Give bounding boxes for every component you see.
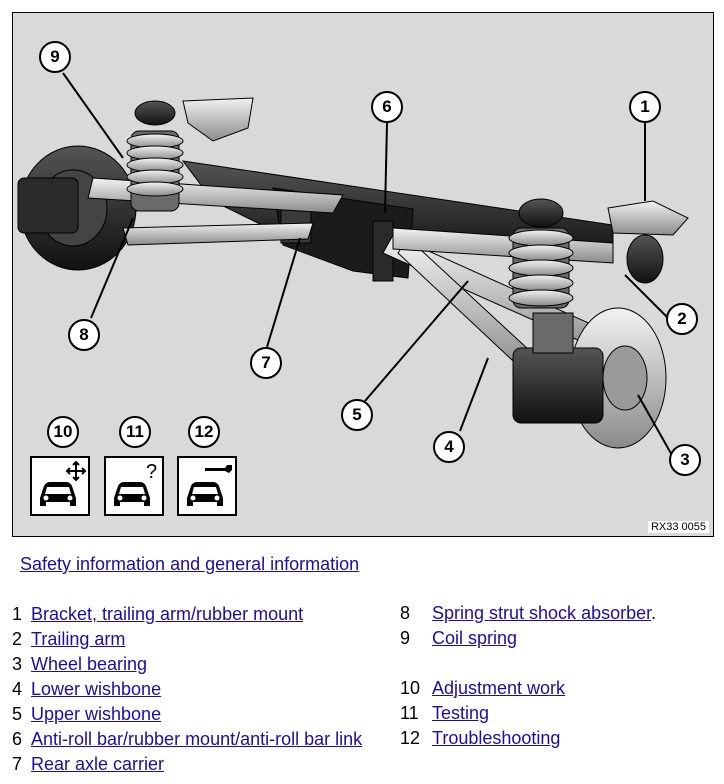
legend-link-coil-spring[interactable]: Coil spring: [432, 628, 518, 648]
legend-link-bracket[interactable]: Bracket, trailing arm/rubber mount: [31, 604, 304, 624]
testing-tile[interactable]: ?: [104, 456, 164, 516]
callout-10: 10: [47, 416, 79, 448]
callout-7: 7: [250, 347, 282, 379]
callout-2: 2: [666, 303, 698, 335]
legend-link-lower-wishbone[interactable]: Lower wishbone: [31, 679, 162, 699]
legend-link-anti-roll-bar[interactable]: Anti-roll bar/rubber mount/anti-roll bar…: [31, 729, 363, 749]
rear-axle-drawing: [17, 72, 689, 458]
callout-6: 6: [371, 91, 403, 123]
legend-link-upper-wishbone[interactable]: Upper wishbone: [31, 704, 162, 724]
callout-4: 4: [433, 431, 465, 463]
legend-link-testing[interactable]: Testing: [432, 703, 490, 723]
troubleshooting-tile[interactable]: [177, 456, 237, 516]
adjustment-work-tile[interactable]: [30, 456, 90, 516]
callout-11: 11: [119, 416, 151, 448]
car-wrench-icon: [187, 465, 232, 506]
callout-3: 3: [669, 444, 701, 476]
callout-9: 9: [39, 41, 71, 73]
legend-link-rear-axle-carrier[interactable]: Rear axle carrier: [31, 754, 165, 774]
car-move-icon: [40, 460, 87, 506]
legend-link-adjustment-work[interactable]: Adjustment work: [432, 678, 566, 698]
safety-info-link[interactable]: Safety information and general informati…: [20, 554, 360, 574]
figure-id: RX33 0055: [647, 521, 709, 533]
svg-text:?: ?: [146, 461, 157, 483]
legend-link-trailing-arm[interactable]: Trailing arm: [31, 629, 126, 649]
callout-5: 5: [341, 399, 373, 431]
car-question-icon: ?: [114, 461, 157, 506]
legend-link-troubleshooting[interactable]: Troubleshooting: [432, 728, 561, 748]
legend-link-spring-strut[interactable]: Spring strut shock absorber: [432, 603, 652, 623]
callout-8: 8: [68, 319, 100, 351]
callout-1: 1: [629, 91, 661, 123]
legend-link-wheel-bearing[interactable]: Wheel bearing: [31, 654, 148, 674]
rear-axle-figure: 1 2 3 4 5 6 7 8 9 10 11 12 ?: [12, 12, 714, 537]
callout-12: 12: [188, 416, 220, 448]
